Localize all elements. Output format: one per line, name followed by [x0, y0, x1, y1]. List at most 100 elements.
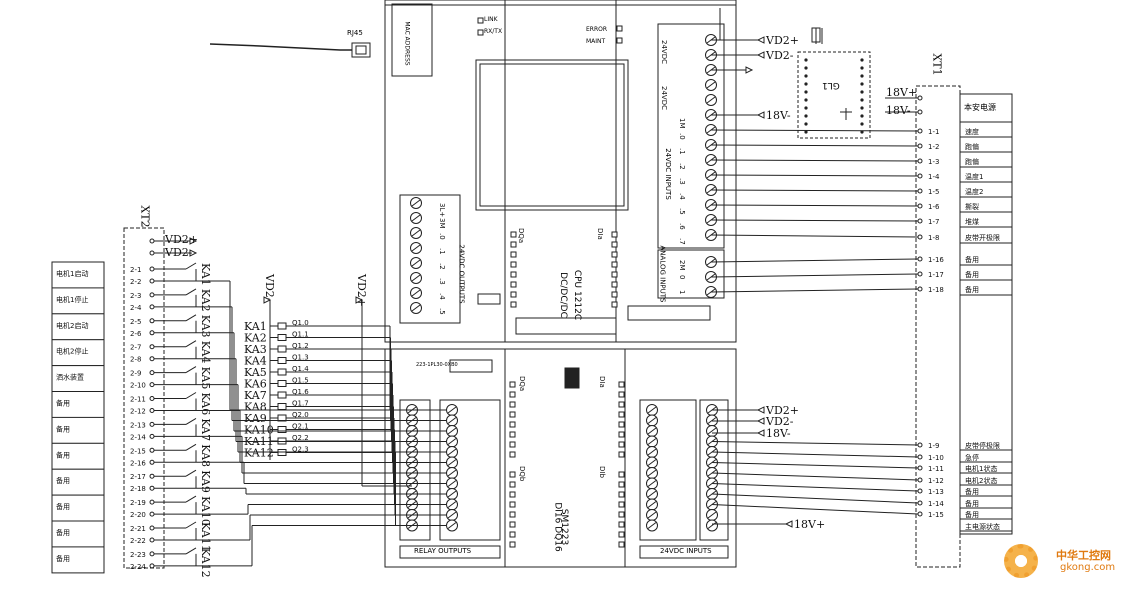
sm-dia-led [618, 391, 625, 398]
relay-coil-icon [277, 322, 287, 330]
cpu-di-term-label: .0 [678, 133, 686, 140]
xt2-row-label: 洒水装置 [56, 373, 84, 382]
cpu-di-term-label: .5 [678, 208, 686, 215]
xt1-terminal-dot [917, 511, 923, 517]
coil-bus-vd2m-label: VD2- [263, 273, 276, 302]
xt2-relay-label: KA8 [199, 444, 212, 467]
relay-contact-icon [185, 469, 197, 477]
xt1-row-label: 皮带开极限 [965, 233, 1000, 242]
xt2-vd2p-label: VD2+ [164, 233, 198, 246]
coil-ka-label: KA4 [244, 355, 267, 368]
terminal-slot [647, 522, 657, 529]
terminal-slot [447, 501, 457, 508]
xt2-terminal-number: 2-15 [130, 447, 146, 455]
terminal-slot [647, 427, 657, 435]
xt2-row-label: 备用 [56, 450, 70, 459]
terminal-slot [411, 214, 421, 222]
sm-dib-led [618, 521, 625, 528]
xt2-vd2m-arrow-icon [189, 249, 198, 257]
xt1-terminal-number: 1-7 [928, 218, 939, 226]
xt1-terminal-dot [917, 256, 923, 262]
relay-contact-icon [185, 366, 197, 374]
rj45-tab [355, 45, 367, 55]
cpu-dq-term-label: .2 [438, 263, 446, 270]
cpu-di-led [611, 271, 618, 278]
sm-vd2m-label: VD2- [765, 415, 794, 428]
gl1-pin [860, 114, 864, 118]
sm-module [384, 348, 737, 568]
xt1-wire [710, 234, 919, 238]
xt1-row-label: 皮带停极限 [965, 441, 1000, 450]
xt2-terminal-number: 2-23 [130, 551, 146, 559]
sm-18m-label: 18V- [766, 427, 791, 440]
xt1-wire-sm [711, 472, 919, 481]
sm-dqa-led [509, 411, 516, 418]
relay-coil-icon [277, 368, 287, 376]
terminal-slot [447, 438, 457, 445]
xt1-row-label: 速度 [965, 127, 979, 136]
cpu-module [384, 0, 737, 343]
coil-q-label: Q1.5 [292, 377, 309, 385]
xt2-terminal-dot [149, 238, 155, 244]
coil-ka-label: KA10 [244, 424, 274, 437]
xt2-terminal-dot [149, 563, 155, 569]
sm-dqa-led [509, 381, 516, 388]
cpu-di-term-label: .1 [678, 148, 686, 155]
cpu-di-term-label: .4 [678, 193, 686, 200]
xt1-terminal-number: 1-4 [928, 173, 940, 181]
xt2-terminal-dot [149, 330, 155, 336]
cpu-di-led [611, 251, 618, 258]
xt2-terminal-dot [149, 370, 155, 376]
xt1-terminal-number: 1-8 [928, 234, 939, 242]
xt2-relay-label: KA4 [199, 341, 212, 364]
xt1-row-label: 备用 [965, 499, 979, 508]
gl1-pin [860, 82, 864, 86]
gl1-module [797, 51, 871, 139]
relay-contact-icon [185, 547, 197, 555]
xt2-terminal-dot [149, 292, 155, 298]
relay-contact-icon [185, 340, 197, 348]
cpu-di-header: DIa [596, 228, 604, 240]
xt2-terminal-dot [149, 485, 155, 491]
xt2-relay-label: KA6 [199, 393, 212, 416]
xt1-terminal-dot [917, 158, 923, 164]
cpu-di-led [611, 261, 618, 268]
xt1-terminal-dot [917, 95, 923, 101]
xt2-terminal-number: 2-17 [130, 473, 146, 481]
xt2-terminal-dot [149, 459, 155, 465]
xt2-terminal-number: 2-13 [130, 421, 146, 429]
sm-dia-label: DIa [598, 376, 606, 388]
terminal-slot [447, 522, 457, 529]
terminal-slot [411, 289, 421, 297]
xt2-terminal-number: 2-20 [130, 511, 146, 519]
sm-dia-led [618, 401, 625, 408]
xt1-terminal-number: 1-13 [928, 488, 944, 496]
xt2-relay-label: KA1 [199, 263, 212, 286]
xt1-terminal-number: 1-5 [928, 188, 939, 196]
xt2-terminal-dot [149, 511, 155, 517]
xt2-terminal-number: 2-9 [130, 370, 141, 378]
xt2-label-box [51, 468, 105, 496]
terminal-slot [647, 480, 657, 487]
cpu-ai-term-label: 2M [678, 260, 686, 271]
xt1-terminal-number: 1-10 [928, 454, 944, 462]
xt1-18p-label: 18V+ [886, 86, 917, 99]
relay-coil-icon [277, 334, 287, 341]
cpu-dq-led [510, 261, 517, 268]
xt2-row-label: 备用 [56, 502, 70, 511]
xt2-terminal-dot [149, 421, 155, 427]
xt1-terminal-number: 1-16 [928, 256, 944, 264]
terminal-slot [447, 427, 457, 435]
xt1-wire-sm [711, 504, 919, 515]
sm-dqa-led [509, 421, 516, 428]
gl1-pin [804, 98, 808, 102]
terminal-slot [447, 511, 457, 519]
sm-dia-led [618, 451, 625, 458]
xt1-terminal-number: 1-12 [928, 477, 944, 485]
gl1-pin [860, 122, 864, 126]
cpu-supply-label-2: 24VDC [660, 86, 668, 110]
xt2-row-label: 备用 [56, 424, 70, 433]
xt2-terminal-number: 2-3 [130, 292, 141, 300]
xt1-terminal-number: 1-11 [928, 465, 944, 473]
